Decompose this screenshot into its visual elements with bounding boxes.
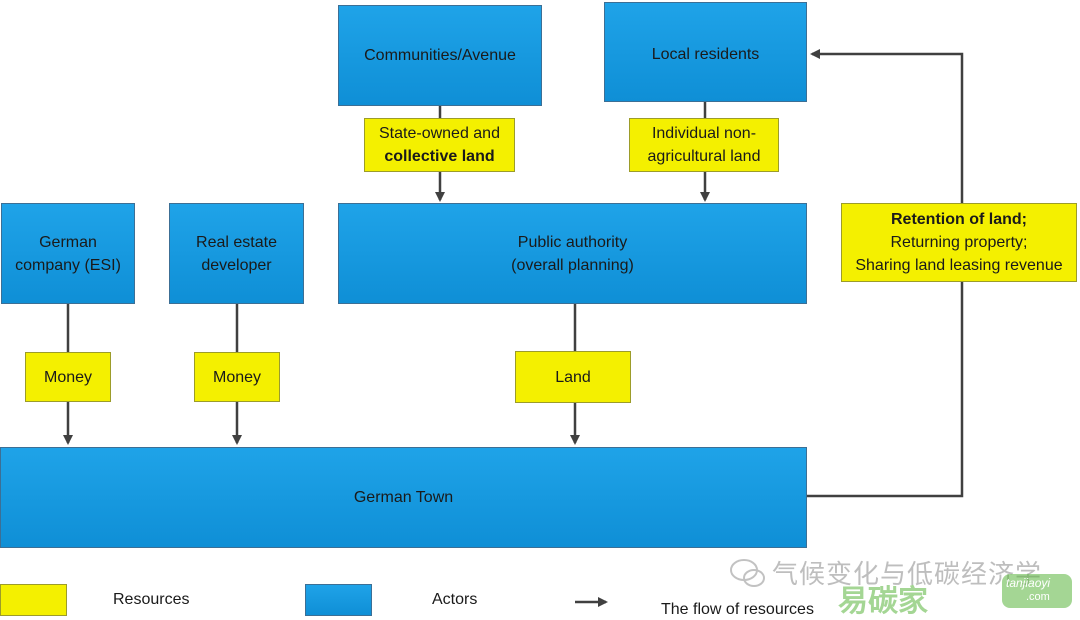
german-company-box: German company (ESI) <box>1 203 135 304</box>
german-company-line2: company (ESI) <box>15 256 121 274</box>
legend-resources-label: Resources <box>113 591 190 608</box>
land-label: Land <box>555 368 591 386</box>
watermark: 气候变化与低碳经济学 易碳家 tanjiaoyi .com <box>728 552 1073 619</box>
real-estate-line2: developer <box>201 256 272 274</box>
land-box: Land <box>515 351 631 403</box>
german-company-line1: German <box>39 233 97 251</box>
money-label-2: Money <box>212 368 262 386</box>
wechat-icon <box>730 559 765 587</box>
communities-avenue-box: Communities/Avenue <box>338 5 542 106</box>
watermark-brand: 易碳家 <box>838 584 928 619</box>
individual-land-box: Individual non- agricultural land <box>629 118 779 172</box>
retention-line3: Sharing land leasing revenue <box>855 257 1063 274</box>
public-authority-line1: Public authority <box>517 233 628 251</box>
local-residents-label: Local residents <box>651 46 760 63</box>
individual-land-line2: agricultural land <box>647 148 761 165</box>
legend-resources-swatch <box>0 584 67 616</box>
legend-flow-label: The flow of resources <box>661 601 814 618</box>
state-land-line1: State-owned and <box>379 125 500 142</box>
watermark-text: 气候变化与低碳经济学 <box>772 560 1043 590</box>
individual-land-line1: Individual non- <box>651 125 757 142</box>
german-town-box: German Town <box>0 447 807 548</box>
legend-actors-swatch <box>305 584 372 616</box>
money-box-company: Money <box>25 352 111 402</box>
public-authority-line2: (overall planning) <box>511 256 634 274</box>
money-label-1: Money <box>43 368 93 386</box>
public-authority-box: Public authority (overall planning) <box>338 203 807 304</box>
state-land-line2: collective land <box>384 148 495 165</box>
watermark-domain: tanjiaoyi <box>1006 576 1051 590</box>
communities-label: Communities/Avenue <box>364 47 516 64</box>
retention-line1: Retention of land; <box>891 211 1027 228</box>
real-estate-developer-box: Real estate developer <box>169 203 304 304</box>
german-town-label: German Town <box>353 489 454 506</box>
money-box-developer: Money <box>194 352 280 402</box>
real-estate-line1: Real estate <box>196 233 277 251</box>
retention-box: Retention of land; Returning property; S… <box>841 203 1077 282</box>
state-owned-land-box: State-owned and collective land <box>364 118 515 172</box>
watermark-domain-badge: tanjiaoyi .com <box>1002 574 1072 608</box>
retention-line2: Returning property; <box>890 234 1028 251</box>
watermark-tld: .com <box>1026 591 1050 603</box>
local-residents-box: Local residents <box>604 2 807 102</box>
legend-actors-label: Actors <box>432 591 478 608</box>
